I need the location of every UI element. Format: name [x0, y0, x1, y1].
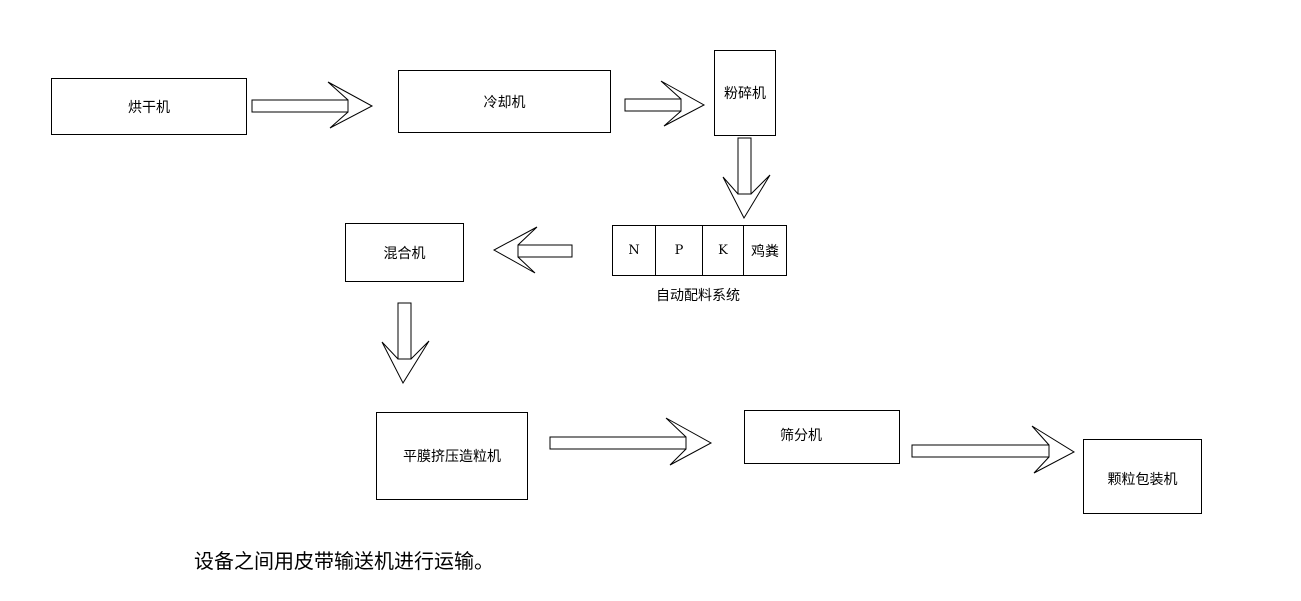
arrow-cooler-to-crusher: [624, 80, 706, 127]
batching-system-label: 自动配料系统: [656, 288, 740, 304]
arrow-dryer-to-cooler: [251, 81, 374, 129]
batching-system: N P K 鸡粪: [612, 225, 787, 276]
node-dryer: 烘干机: [51, 78, 247, 135]
transport-note: 设备之间用皮带输送机进行运输。: [194, 549, 494, 573]
node-screener-label: 筛分机: [780, 428, 822, 444]
arrow-mixer-to-granulator: [381, 302, 430, 385]
node-crusher: 粉碎机: [714, 50, 776, 136]
node-packer: 颗粒包装机: [1083, 439, 1202, 514]
node-cooler-label: 冷却机: [483, 94, 526, 111]
arrow-granulator-to-screener: [549, 417, 713, 466]
node-cooler: 冷却机: [398, 70, 611, 133]
batching-cell-n: N: [612, 225, 656, 276]
arrow-batching-to-mixer: [492, 226, 573, 274]
node-granulator: 平膜挤压造粒机: [376, 412, 528, 500]
node-packer-label: 颗粒包装机: [1107, 471, 1178, 488]
node-mixer: 混合机: [345, 223, 464, 282]
batching-cell-chicken-manure: 鸡粪: [743, 225, 787, 276]
node-dryer-label: 烘干机: [128, 99, 170, 116]
node-screener: 筛分机: [744, 410, 900, 464]
batching-cell-k: K: [702, 225, 744, 276]
arrow-crusher-to-batching: [722, 137, 771, 220]
node-crusher-label: 粉碎机: [724, 86, 766, 102]
batching-cell-p: P: [655, 225, 703, 276]
node-granulator-label: 平膜挤压造粒机: [403, 449, 501, 465]
node-mixer-label: 混合机: [383, 245, 426, 262]
arrow-screener-to-packer: [911, 425, 1076, 474]
